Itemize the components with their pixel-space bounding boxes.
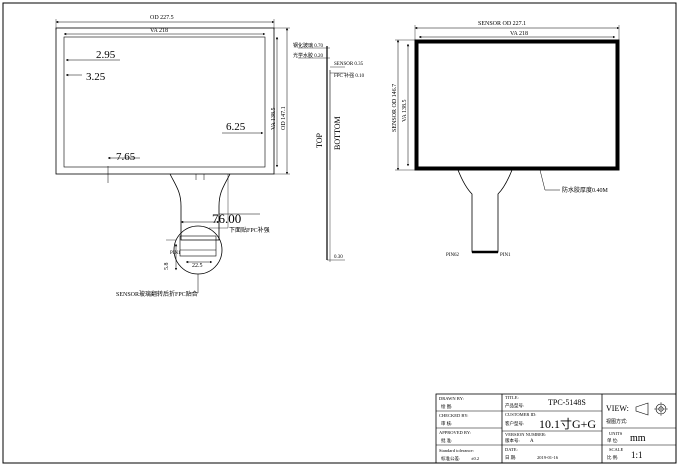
fpc-width: 76.00 — [212, 211, 241, 226]
side-view — [298, 46, 345, 262]
front-view — [55, 19, 290, 294]
layer-note-glass: 钢化玻璃 0.70 — [293, 42, 324, 49]
front-fpc-tail — [169, 173, 231, 241]
drawn-by-label: DRAWN BY: — [439, 396, 464, 401]
units-value: mm — [630, 433, 646, 444]
units-label: UNITS — [609, 431, 623, 436]
title-block-text: DRAWN BY: 绘 图: CHECKED BY: 审 核: APPROVED… — [439, 395, 646, 462]
approved-by-label: APPROVED BY: — [439, 430, 471, 435]
dim-2-95: 2.95 — [96, 49, 116, 61]
version-label: VERSION NUMBER: — [505, 432, 546, 437]
back-pin-right: PIN1 — [500, 253, 511, 258]
front-od-width: OD 227.5 — [150, 15, 174, 21]
scale-value: 1:1 — [631, 450, 643, 460]
projection-symbol-icon — [635, 402, 668, 416]
date-value: 2019-01-16 — [537, 455, 559, 460]
back-sensor-od-width: SENSOR OD 227.1 — [478, 21, 526, 27]
front-va-width: VA 218 — [150, 28, 168, 34]
checked-by-label: CHECKED BY: — [439, 413, 468, 418]
scale-label-cn: 比 例: — [607, 454, 618, 461]
title-value: TPC-5148S — [548, 398, 586, 407]
title-label-cn: 产品型号: — [505, 402, 524, 409]
front-view-labels: OD 227.5 VA 218 2.95 3.25 6.25 7.65 VA 1… — [86, 15, 287, 298]
version-label-cn: 版本号: — [505, 437, 520, 444]
tolerance-label-cn: 标准公差: — [441, 455, 460, 462]
back-view-labels: SENSOR OD 227.1 VA 218 SENSOR OD 146.7 V… — [392, 21, 609, 258]
detail-pin-label: PIN1 — [170, 251, 181, 256]
back-black-border — [415, 40, 619, 170]
customer-label: CUSTOMER ID: — [505, 412, 537, 417]
detail-dim-5-8: 5.8 — [164, 263, 170, 271]
dim-3-25: 3.25 — [86, 71, 106, 83]
view-label-cn: 视图方式: — [606, 418, 627, 425]
title-label: TITLE: — [505, 395, 519, 400]
drawn-by-label-cn: 绘 图: — [441, 403, 452, 410]
customer-value: 10.1寸G+G — [539, 417, 596, 431]
back-ink-note: 防水胶厚度0.40M — [562, 186, 609, 194]
dim-6-25: 6.25 — [226, 121, 246, 133]
approved-by-label-cn: 批 准: — [441, 437, 452, 444]
date-label: DATE: — [505, 447, 518, 452]
units-label-cn: 单 位: — [607, 437, 618, 444]
back-pin-left: PIN62 — [446, 253, 460, 258]
layer-note-oca: 光学水胶 0.20 — [293, 52, 324, 59]
view-label: VIEW: — [606, 404, 629, 413]
back-sensor-od-height: SENSOR OD 146.7 — [392, 84, 398, 132]
side-thickness: 0.30 — [334, 255, 343, 260]
scale-label: SCALE — [609, 447, 624, 452]
front-od-height: OD 147.1 — [281, 106, 287, 130]
tolerance-value: ±0.2 — [471, 456, 479, 461]
title-block — [435, 393, 677, 464]
tolerance-label: Standard tolerance: — [439, 448, 474, 453]
front-va-height: VA 138.5 — [271, 107, 277, 130]
back-fpc-tail — [457, 169, 513, 253]
side-top-label: TOP — [315, 132, 324, 148]
dim-7-65: 7.65 — [116, 151, 136, 163]
side-bottom-label: BOTTOM — [333, 116, 342, 150]
version-value: A — [530, 439, 534, 444]
checked-by-label-cn: 审 核: — [441, 420, 452, 427]
front-outer-glass — [55, 27, 275, 175]
layer-note-fpc: FPC 补强 0.10 — [334, 72, 365, 79]
side-view-labels: 钢化玻璃 0.70 光学水胶 0.20 SENSOR 0.35 FPC 补强 0… — [293, 42, 365, 260]
layer-note-sensor: SENSOR 0.35 — [334, 62, 364, 67]
date-label-cn: 日 期: — [505, 455, 516, 461]
back-view — [395, 25, 620, 254]
back-sensor-outline — [414, 39, 620, 171]
back-va-height: VA 138.5 — [402, 99, 408, 122]
back-va-width: VA 218 — [510, 31, 528, 37]
customer-label-cn: 客户型号: — [505, 420, 524, 427]
sensor-bond-note: SENSOR玻璃翻转后折FPC贴合 — [116, 290, 198, 298]
detail-dim-22-5: 22.5 — [192, 263, 203, 269]
fpc-stiffener-note: 下面贴FPC补强 — [229, 226, 270, 234]
front-view-area — [63, 36, 266, 168]
